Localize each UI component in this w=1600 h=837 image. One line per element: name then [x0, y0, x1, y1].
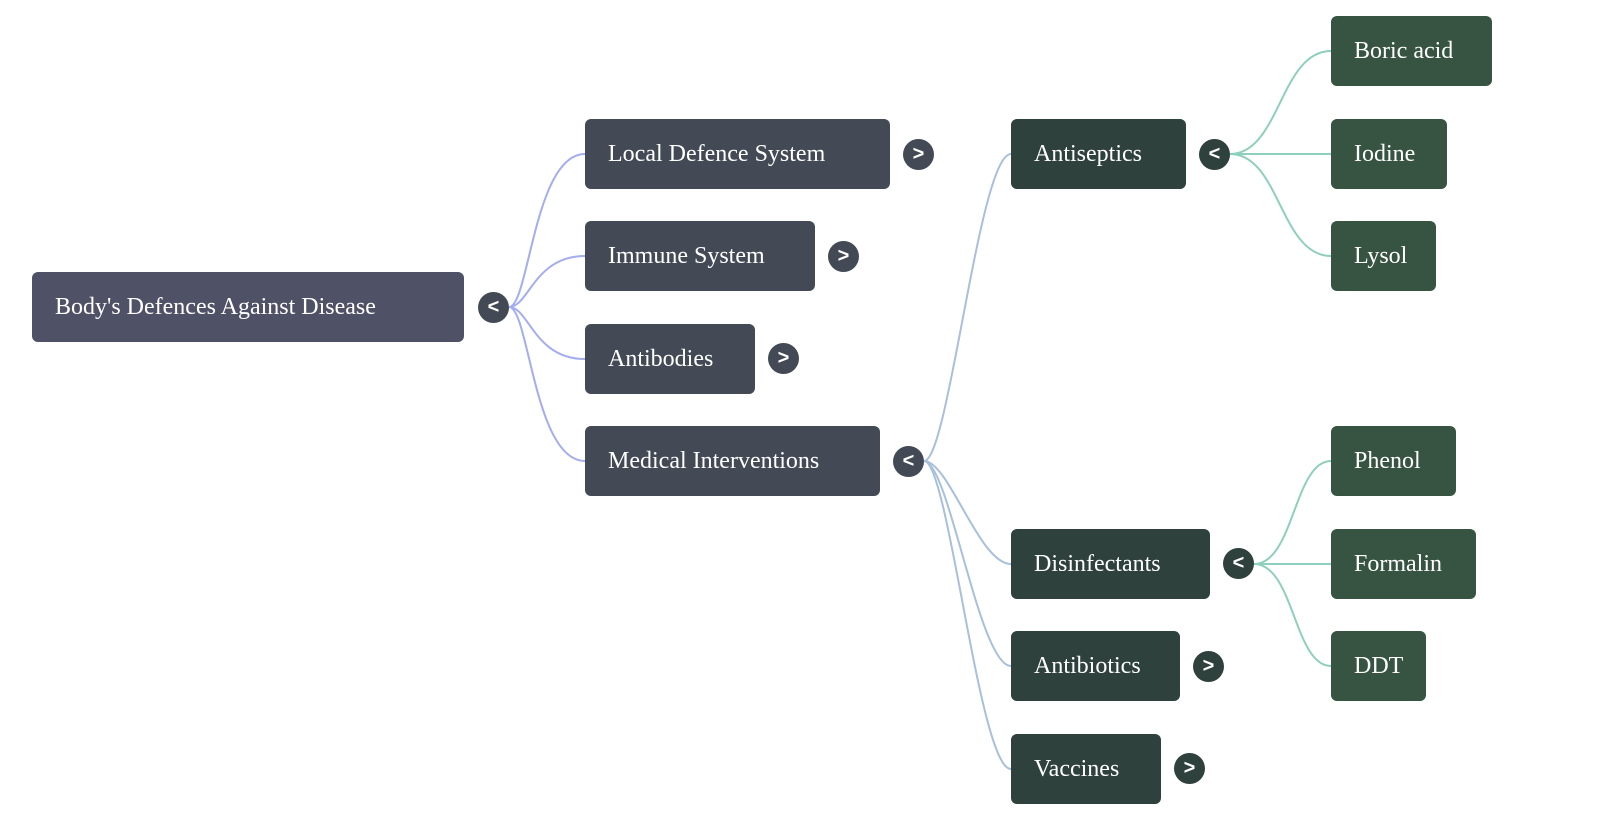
expand-vaccines-toggle[interactable]: >	[1174, 753, 1205, 784]
node-antibodies[interactable]: Antibodies	[585, 324, 755, 394]
expand-immune-system-toggle[interactable]: >	[828, 241, 859, 272]
link-root-to-level1	[508, 306, 586, 462]
node-disinfectants[interactable]: Disinfectants	[1011, 529, 1210, 599]
link-disinfectants-to-leaf	[1253, 563, 1332, 667]
link-medical-to-level2	[923, 460, 1012, 770]
node-boric-acid[interactable]: Boric acid	[1331, 16, 1492, 86]
link-antiseptics-to-leaf	[1229, 153, 1332, 257]
link-medical-to-level2	[923, 460, 1012, 667]
node-phenol[interactable]: Phenol	[1331, 426, 1456, 496]
collapse-antiseptics-toggle[interactable]: <	[1199, 139, 1230, 170]
link-root-to-level1	[508, 255, 586, 308]
link-antiseptics-to-leaf	[1229, 50, 1332, 155]
node-formalin[interactable]: Formalin	[1331, 529, 1476, 599]
node-antibiotics[interactable]: Antibiotics	[1011, 631, 1180, 701]
link-medical-to-level2	[923, 153, 1012, 462]
collapse-medical-interventions-toggle[interactable]: <	[893, 446, 924, 477]
collapse-root-toggle[interactable]: <	[478, 292, 509, 323]
node-vaccines[interactable]: Vaccines	[1011, 734, 1161, 804]
node-local-defence-system[interactable]: Local Defence System	[585, 119, 890, 189]
node-ddt[interactable]: DDT	[1331, 631, 1426, 701]
root-node[interactable]: Body's Defences Against Disease	[32, 272, 464, 342]
link-root-to-level1	[508, 306, 586, 360]
node-immune-system[interactable]: Immune System	[585, 221, 815, 291]
link-medical-to-level2	[923, 460, 1012, 565]
node-lysol[interactable]: Lysol	[1331, 221, 1436, 291]
expand-antibodies-toggle[interactable]: >	[768, 343, 799, 374]
node-antiseptics[interactable]: Antiseptics	[1011, 119, 1186, 189]
link-disinfectants-to-leaf	[1253, 460, 1332, 565]
collapse-disinfectants-toggle[interactable]: <	[1223, 548, 1254, 579]
expand-local-defence-toggle[interactable]: >	[903, 139, 934, 170]
link-root-to-level1	[508, 153, 586, 308]
node-medical-interventions[interactable]: Medical Interventions	[585, 426, 880, 496]
expand-antibiotics-toggle[interactable]: >	[1193, 651, 1224, 682]
node-iodine[interactable]: Iodine	[1331, 119, 1447, 189]
